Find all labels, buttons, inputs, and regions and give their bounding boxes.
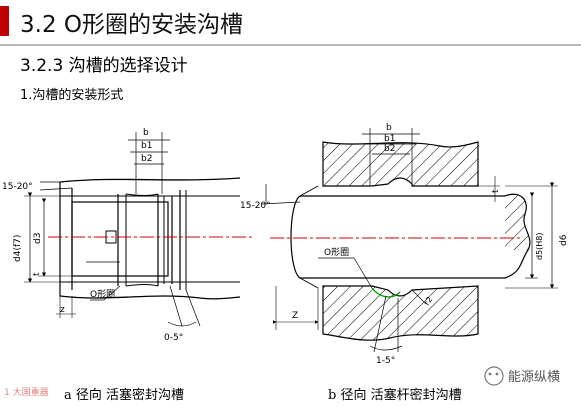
figure-b-housing-bottom bbox=[322, 285, 479, 341]
watermark-left: 1 大国重器 bbox=[4, 386, 49, 398]
wechat-icon bbox=[484, 366, 504, 386]
figure-a-label-d4: d4(f7) bbox=[13, 235, 23, 262]
figure-b-label-oring: O形圈 bbox=[324, 246, 349, 258]
figure-a-piston-groove bbox=[24, 132, 252, 327]
figure-b-label-t: t bbox=[491, 189, 501, 193]
title-bar: 3.2 O形圈的安装沟槽 bbox=[0, 0, 581, 46]
figure-b-label-b1: b1 bbox=[384, 134, 395, 144]
section-title: 3.2.3 沟槽的选择设计 bbox=[20, 56, 188, 76]
figure-a-label-t: t bbox=[32, 272, 42, 276]
figure-a-caption: a 径向 活塞密封沟槽 bbox=[64, 387, 184, 403]
figure-b-label-b: b bbox=[386, 123, 392, 133]
figure-a-angle-top: 15-20° bbox=[2, 182, 33, 192]
figure-b-angle-bottom: 1-5° bbox=[376, 356, 395, 366]
figure-a-label-b1: b1 bbox=[141, 141, 152, 151]
figure-b-label-z: Z bbox=[292, 311, 298, 321]
figure-a-label-b: b bbox=[143, 128, 149, 138]
figure-a-housing-bottom bbox=[59, 295, 241, 300]
figure-a-label-oring: O形圈 bbox=[90, 288, 115, 300]
figure-a-angle-bottom: 0-5° bbox=[164, 333, 183, 343]
figure-a-housing-top bbox=[59, 177, 241, 183]
subsection-title: 1.沟槽的安装形式 bbox=[20, 88, 124, 103]
figure-b-label-b2: b2 bbox=[384, 144, 395, 154]
watermark-right: 能源纵横 bbox=[484, 366, 560, 386]
figure-b-housing-top bbox=[322, 141, 479, 187]
figure-b-angle-top: 15-20° bbox=[240, 201, 271, 211]
figure-b-label-d5: d5(H8) bbox=[535, 232, 544, 260]
figure-a-label-b2: b2 bbox=[141, 154, 152, 164]
figure-a-label-z: z bbox=[60, 305, 65, 315]
figure-b-rod-groove bbox=[261, 128, 558, 353]
page-title: 3.2 O形圈的安装沟槽 bbox=[20, 12, 243, 38]
figure-b-caption: b 径向 活塞杆密封沟槽 bbox=[328, 387, 462, 403]
watermark-right-text: 能源纵横 bbox=[508, 370, 560, 385]
figure-b-label-d6: d6 bbox=[559, 234, 569, 246]
figure-b-rod bbox=[290, 193, 531, 279]
figure-a-label-d3: d3 bbox=[33, 233, 43, 244]
